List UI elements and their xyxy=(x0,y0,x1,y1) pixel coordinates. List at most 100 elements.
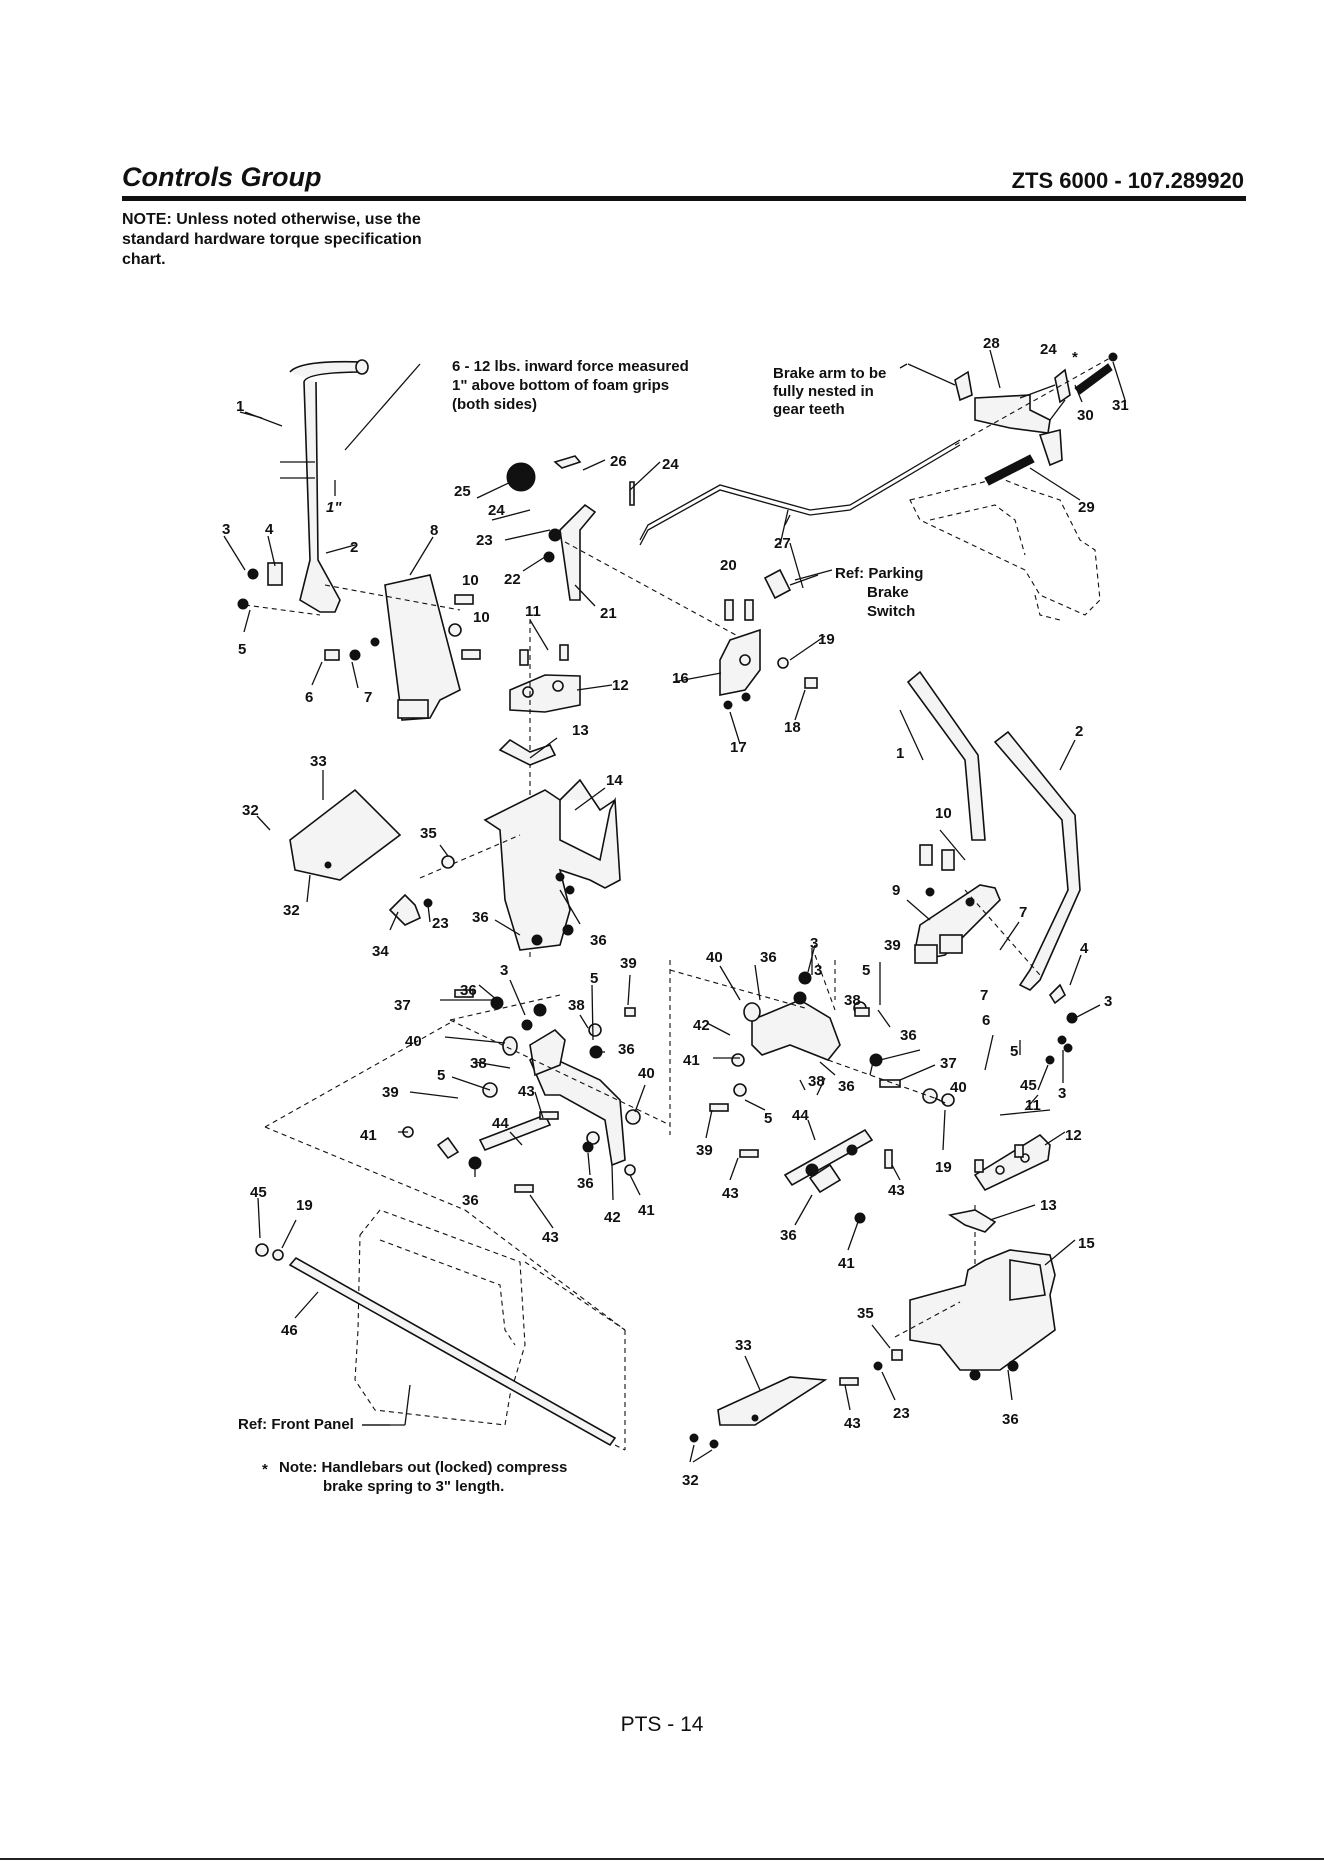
support-rod-part xyxy=(288,1256,617,1447)
control-knob-part xyxy=(506,462,536,492)
front-panel-ref xyxy=(354,1209,526,1426)
handlebar-note-line1: Note: Handlebars out (locked) compress xyxy=(279,1459,567,1476)
callout-41b: 41 xyxy=(838,1255,855,1272)
callout-36e: 36 xyxy=(838,1078,855,1095)
callout-23c: 23 xyxy=(893,1405,910,1422)
callout-31: 31 xyxy=(1112,397,1129,414)
callout-9: 9 xyxy=(892,882,900,899)
parking-switch-line2: Brake xyxy=(867,584,909,601)
callout-24: 24 xyxy=(662,456,679,473)
callout-46: 46 xyxy=(281,1322,298,1339)
callout-24c: 24 xyxy=(1040,341,1057,358)
callout-12b: 12 xyxy=(1065,1127,1082,1144)
callout-45b: 45 xyxy=(250,1184,267,1201)
callout-5d: 5 xyxy=(764,1110,772,1127)
handlebar-part xyxy=(289,359,369,613)
callout-42b: 42 xyxy=(604,1209,621,1226)
callout-18: 18 xyxy=(784,719,801,736)
callout-25: 25 xyxy=(454,483,471,500)
brake-arm-line2: fully nested in xyxy=(773,383,874,400)
callout-3c: 3 xyxy=(1058,1085,1066,1102)
callout-5: 5 xyxy=(238,641,246,658)
callout-10c: 10 xyxy=(935,805,952,822)
callout-13: 13 xyxy=(572,722,589,739)
callout-36d: 36 xyxy=(900,1027,917,1044)
callout-20: 20 xyxy=(720,557,737,574)
force-note-line2: 1" above bottom of foam grips xyxy=(452,377,669,394)
callout-36b: 36 xyxy=(590,932,607,949)
callout-37: 37 xyxy=(940,1055,957,1072)
callout-11b: 11 xyxy=(1025,1097,1041,1114)
force-note-line3: (both sides) xyxy=(452,396,537,413)
model-number: ZTS 6000 - 107.289920 xyxy=(1011,168,1244,193)
callout-36k: 36 xyxy=(1002,1411,1019,1428)
callout-36h: 36 xyxy=(618,1041,635,1058)
callout-36j: 36 xyxy=(577,1175,594,1192)
callout-19c: 19 xyxy=(296,1197,313,1214)
callout-39d: 39 xyxy=(382,1084,399,1101)
pivot-bracket-part xyxy=(529,1051,626,1167)
star-mark: * xyxy=(1072,349,1078,366)
callout-3b: 3 xyxy=(1104,993,1112,1010)
callout-40: 40 xyxy=(706,949,723,966)
callout-7: 7 xyxy=(364,689,372,706)
callout-16: 16 xyxy=(672,670,689,687)
callout-24b: 24 xyxy=(488,502,505,519)
brake-arm-line1: Brake arm to be xyxy=(773,365,886,382)
callout-7: 7 xyxy=(1019,904,1027,921)
callout-6: 6 xyxy=(305,689,313,706)
callout-15: 15 xyxy=(1078,1235,1095,1252)
torque-note: NOTE: Unless noted otherwise, use the st… xyxy=(122,211,422,268)
callout-19b: 19 xyxy=(935,1159,952,1176)
callout-12: 12 xyxy=(612,677,629,694)
gas-spring-part xyxy=(478,1113,552,1152)
callout-27: 27 xyxy=(774,535,791,552)
callout-2b: 2 xyxy=(1075,723,1083,740)
one-inch-label: 1" xyxy=(326,499,342,516)
callout-11: 11 xyxy=(525,603,541,620)
callout-32: 32 xyxy=(242,802,259,819)
callout-40d: 40 xyxy=(638,1065,655,1082)
page-number: PTS - 14 xyxy=(620,1713,704,1736)
callout-3f: 3 xyxy=(500,962,508,979)
callout-23b: 23 xyxy=(476,532,493,549)
callout-8: 8 xyxy=(430,522,438,539)
callout-19: 19 xyxy=(818,631,835,648)
callout-36f: 36 xyxy=(780,1227,797,1244)
leader-lines xyxy=(223,349,1126,1463)
callout-43d: 43 xyxy=(542,1229,559,1246)
force-note-line1: 6 - 12 lbs. inward force measured xyxy=(452,358,689,375)
callout-41d: 41 xyxy=(638,1202,655,1219)
callout-42: 42 xyxy=(693,1017,710,1034)
bottom-rule xyxy=(0,1858,1324,1860)
callout-33: 33 xyxy=(310,753,327,770)
callout-36i: 36 xyxy=(462,1192,479,1209)
callout-30: 30 xyxy=(1077,407,1094,424)
annotation-text: 6 - 12 lbs. inward force measured 1" abo… xyxy=(238,349,1078,1495)
callout-32b: 32 xyxy=(283,902,300,919)
callout-1: 1 xyxy=(236,398,244,415)
callout-22: 22 xyxy=(504,571,521,588)
callout-3d: 3 xyxy=(810,935,818,952)
callout-4: 4 xyxy=(265,521,274,538)
note-star: * xyxy=(262,1461,268,1478)
callout-10b: 10 xyxy=(473,609,490,626)
callout-26: 26 xyxy=(610,453,627,470)
callout-5f: 5 xyxy=(437,1067,445,1084)
parking-switch-line3: Switch xyxy=(867,603,915,620)
callout-3e: 3 xyxy=(814,962,822,979)
brake-rod-part xyxy=(639,439,961,541)
callout-32c: 32 xyxy=(682,1472,699,1489)
parking-switch-line1: Ref: Parking xyxy=(835,565,923,582)
callout-33b: 33 xyxy=(735,1337,752,1354)
callout-40c: 40 xyxy=(405,1033,422,1050)
callout-38c: 38 xyxy=(568,997,585,1014)
handlebar-left-part xyxy=(993,730,1081,991)
callout-41c: 41 xyxy=(360,1127,377,1144)
handlebar-note-line2: brake spring to 3" length. xyxy=(323,1478,504,1495)
handlebar-right-part xyxy=(906,670,986,841)
callout-35b: 35 xyxy=(857,1305,874,1322)
callout-5c: 5 xyxy=(862,962,870,979)
brake-arm-line3: gear teeth xyxy=(773,401,845,418)
